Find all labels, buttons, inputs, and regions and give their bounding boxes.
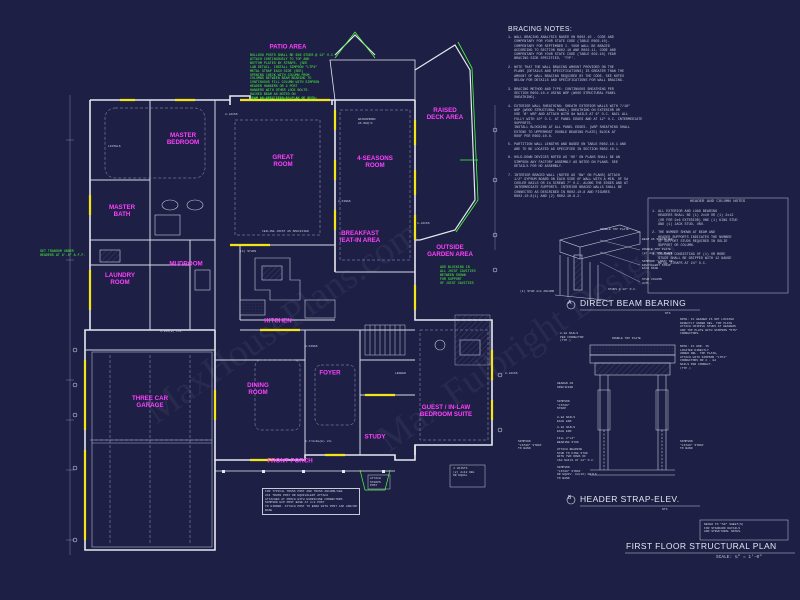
room-label-master-bath: MASTER BATH bbox=[108, 204, 136, 218]
detail-a-title: DIRECT BEAM BEARING bbox=[580, 298, 687, 308]
ceiling-joist-note: CEILING JOIST AS SPECIFIED bbox=[262, 230, 309, 233]
front-bay bbox=[359, 469, 391, 491]
left-dimensions bbox=[66, 95, 496, 555]
detail-a-note: DOUBLE TOP PLATE (2) 2x4 TOP PLATE bbox=[642, 248, 673, 255]
small-box-callout: 4 JOISTS (2) 2x12 DBL OR EQUAL bbox=[453, 467, 475, 478]
garden-blocking-callout: ADD BLOCKING IN ALL JOIST CAVITIES BETWE… bbox=[440, 265, 476, 285]
header-notes-box bbox=[647, 197, 789, 294]
framing-label: LINTELS bbox=[108, 145, 121, 148]
detail-b-note-left: HEADER AS SPECIFIED bbox=[557, 382, 574, 389]
framing-label: 1-JACKS bbox=[417, 222, 430, 225]
detail-b-note-left: SIMPSON "LSTA9" STRAP OR EQUIV. 8d(16) N… bbox=[557, 466, 597, 480]
detail-b-note-left: ATTACH BEARING STUD TO KING STUD WITH TW… bbox=[557, 448, 595, 462]
refer-note: REFER TO "SD" SHEET(S) FOR STANDARD DETA… bbox=[704, 523, 744, 534]
detail-a-note: STUD COLUMN 3/PL. bbox=[642, 278, 662, 285]
porch-post-callout: FOR TYPICAL TRUSS POST AND TRUSS ANCHOR/… bbox=[262, 488, 360, 515]
room-label-garage: THREE CAR GARAGE bbox=[131, 395, 169, 409]
room-label-front-porch: FRONT PORCH bbox=[267, 457, 313, 465]
detail-b-dbl-plate: DOUBLE TOP PLATE bbox=[612, 337, 641, 340]
plan-title: FIRST FLOOR STRUCTURAL PLAN bbox=[626, 541, 777, 551]
detail-b-drawing bbox=[589, 344, 676, 476]
framing-label: 3-KINGS bbox=[305, 345, 318, 348]
detail-b-note-left: 8-8d NAILS EACH END bbox=[557, 416, 576, 423]
room-label-study: STUDY bbox=[364, 433, 386, 441]
patio-framing-callout: BULLDOG POSTS SHALL BE 6X6 STUDS @ 12" O… bbox=[250, 53, 336, 100]
room-label-outside-garden: OUTSIDE GARDEN AREA bbox=[427, 244, 473, 258]
framing-label: 1-7/8x9¼(E) LVL bbox=[305, 440, 333, 443]
detail-b-mts-note: 2-8d NAILS PER CONNECTOR (TYP.) bbox=[560, 332, 584, 343]
room-label-foyer: FOYER bbox=[319, 369, 341, 377]
kitchen-fixtures bbox=[239, 257, 336, 319]
refer-box bbox=[699, 519, 789, 541]
detail-b-label: B bbox=[568, 495, 572, 501]
header-notes-title: HEADER AND COLUMN NOTES bbox=[690, 200, 746, 204]
step-box-callout: ATTACH STRAPS POST bbox=[370, 477, 381, 488]
stairs bbox=[364, 324, 406, 356]
set-header-left-callout: SET TRANSOM UNDER HEADERS AT 9'-0" A.F.F… bbox=[40, 249, 86, 257]
room-label-breakfast: BREAKFAST /EAT-IN AREA bbox=[339, 230, 381, 244]
framing-label: (4) STUDS bbox=[240, 250, 257, 253]
detail-a-scale: NTS bbox=[665, 312, 671, 315]
framing-label: 1-2x6(E) LVL bbox=[160, 330, 182, 333]
room-label-four-seasons: 4-SEASONS ROOM bbox=[357, 155, 393, 169]
garage-framing bbox=[91, 351, 213, 548]
detail-b-note-left: SIMPSON "LSTA9" STRAP bbox=[557, 400, 570, 411]
detail-b-title: HEADER STRAP-ELEV. bbox=[580, 494, 680, 504]
detail-a-note: (1) STUD 2x4 ANCHOR bbox=[520, 290, 555, 293]
room-label-patio: PATIO AREA bbox=[269, 43, 307, 51]
detail-b-note-right2: NOTE: IF HDR. IS LOCATED DIRECTLY UNDER … bbox=[680, 345, 727, 370]
detail-a-drawing bbox=[554, 224, 642, 303]
detail-a-bubble bbox=[566, 300, 576, 310]
porch-columns bbox=[222, 470, 385, 473]
room-label-mudroom: MUDROOM bbox=[169, 260, 203, 268]
detail-b-scale: NTS bbox=[662, 508, 668, 511]
detail-a-note: DOUBLE TOP PLATE bbox=[600, 228, 629, 231]
framing-label: 2-JACKS bbox=[225, 113, 238, 116]
room-label-raised-deck: RAISED DECK AREA bbox=[426, 107, 464, 121]
framing-label: 2-JACKS bbox=[505, 372, 518, 375]
room-label-master-bedroom: MASTER BEDROOM bbox=[166, 132, 200, 146]
set-header-callout: SET TRANSOM HEADER AT 8'-4" A.F.F. bbox=[252, 97, 320, 101]
detail-b-bubble bbox=[566, 495, 576, 505]
framing-label: 2-KINGS bbox=[338, 200, 351, 203]
detail-a-note: SIMPSON "LSTA" OR EQUIVALENT STRAP EACH … bbox=[642, 260, 673, 271]
yellow-headers bbox=[83, 98, 494, 540]
bracing-notes-text: 1. WALL BRACING ANALYSIS BASED ON R602.1… bbox=[508, 36, 643, 199]
deck-rail-hatch bbox=[334, 31, 479, 233]
detail-b-note-left: SIMPSON "LSTA9" STRAP TO BAND bbox=[518, 440, 542, 451]
detail-b-note-left: 8-8d NAILS EACH END bbox=[557, 426, 576, 433]
room-label-kitchen: KITCHEN bbox=[264, 317, 292, 325]
detail-a-note: BEAM AS SPECIFIED bbox=[642, 238, 673, 241]
bracing-notes-title: BRACING NOTES: bbox=[508, 26, 573, 33]
room-label-dining: DINING ROOM bbox=[247, 382, 269, 396]
step-callout-box bbox=[367, 474, 391, 490]
waterproof-note: WATERPROOF AS REQ'D bbox=[358, 118, 377, 125]
framing-label: LEDGER bbox=[395, 372, 406, 375]
header-notes-text: 1. ALL EXTERIOR AND LOAD BEARING HEADERS… bbox=[652, 210, 738, 266]
room-label-laundry: LAUNDRY ROOM bbox=[104, 272, 136, 286]
detail-b-note-right: NOTE: IF HEADER IS NOT LOCATED DIRECTLY … bbox=[680, 318, 738, 336]
small-callout-box bbox=[449, 464, 486, 488]
detail-b-note-left: FILL 2"x4" BEARING STUD bbox=[557, 437, 579, 444]
anchor-markers bbox=[72, 127, 503, 543]
room-label-great-room: GREAT ROOM bbox=[272, 154, 294, 168]
room-label-guest-suite: GUEST / IN-LAW BEDROOM SUITE bbox=[419, 404, 473, 418]
plan-scale: SCALE: ¼" = 1'-0" bbox=[716, 555, 762, 560]
raised-deck bbox=[329, 34, 476, 241]
detail-b-strap-right: SIMPSON "LSTA9" STRAP TO BAND bbox=[680, 440, 704, 451]
garden-hatch bbox=[454, 314, 491, 366]
detail-a-label: A bbox=[568, 300, 572, 306]
detail-a-note: STUDS @ 16" O.C. bbox=[608, 288, 637, 291]
